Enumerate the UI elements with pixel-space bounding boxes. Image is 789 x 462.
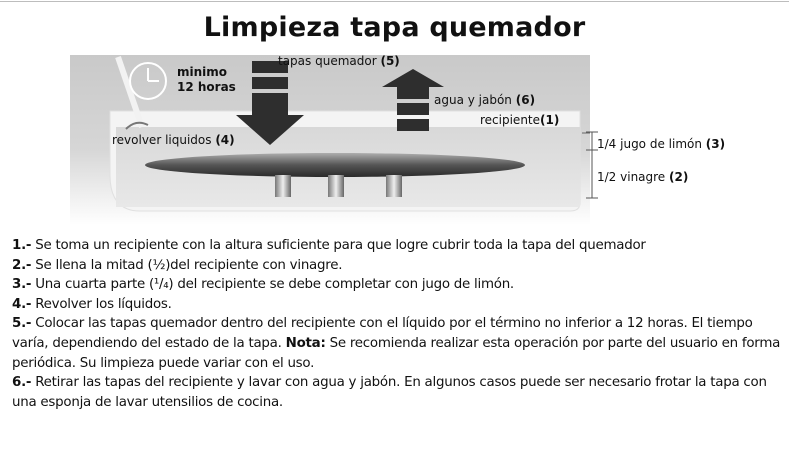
step-number: 3.- <box>12 277 32 293</box>
step-text-after: Se recomienda realizar esta operación po… <box>12 335 781 371</box>
label-limon: 1/4 jugo de limón (3) <box>597 137 725 151</box>
step-text: Colocar las tapas quemador dentro del re… <box>12 316 753 351</box>
label-text: revolver liquidos <box>112 133 216 147</box>
label-num: (4) <box>215 133 235 147</box>
label-revolver: revolver liquidos (4) <box>112 133 235 147</box>
step-number: 6.- <box>12 375 32 391</box>
clock-text: minimo 12 horas <box>177 65 236 95</box>
step-note-label: Nota: <box>285 335 326 351</box>
label-text: 1/2 vinagre <box>597 170 670 184</box>
step-text: Retirar las tapas del recipiente y lavar… <box>12 375 767 410</box>
label-num: (5) <box>380 54 400 68</box>
page-title: Limpieza tapa quemador <box>203 12 586 43</box>
label-text: 1/4 jugo de limón <box>597 137 706 151</box>
steps-list: 1.- Se toma un recipiente con la altura … <box>12 236 787 412</box>
step-text: Se llena la mitad (½)del recipiente con … <box>31 257 343 273</box>
step-number: 2.- <box>12 257 32 273</box>
step-item: 5.- Colocar las tapas quemador dentro de… <box>12 314 787 373</box>
down-arrow-icon <box>236 61 304 145</box>
step-item: 2.- Se llena la mitad (½)del recipiente … <box>12 256 787 276</box>
label-agua-jabon: agua y jabón (6) <box>434 93 535 107</box>
clock-icon <box>129 62 167 100</box>
step-item: 1.- Se toma un recipiente con la altura … <box>12 236 787 256</box>
step-number: 1.- <box>12 238 32 253</box>
top-divider <box>0 1 789 2</box>
burner-lid <box>145 153 525 177</box>
step-text: Se toma un recipiente con la altura sufi… <box>31 238 646 253</box>
clock-text-line-1: minimo <box>177 65 228 79</box>
stirring-stick <box>115 56 145 128</box>
step-number: 4.- <box>12 296 32 312</box>
step-item: 6.- Retirar las tapas del recipiente y l… <box>12 373 787 412</box>
step-text: Revolver los líquidos. <box>31 296 172 312</box>
label-num: (6) <box>515 93 536 107</box>
up-arrow-icon <box>382 69 444 131</box>
label-num: (2) <box>669 170 689 184</box>
label-num: (3) <box>705 137 726 151</box>
measure-bracket <box>586 131 598 199</box>
label-tapas-quemador: tapas quemador (5) <box>278 54 400 68</box>
step-number: 5.- <box>12 316 32 332</box>
label-text: recipiente <box>480 113 541 127</box>
clock-text-line-2: 12 horas <box>177 80 236 94</box>
illustration: minimo 12 horas tapas quemador (5) agua … <box>70 54 590 225</box>
label-text: tapas quemador <box>278 54 381 68</box>
label-vinagre: 1/2 vinagre (2) <box>597 170 688 184</box>
label-text: agua y jabón <box>434 93 516 107</box>
label-num: (1) <box>540 113 560 127</box>
label-recipiente: recipiente(1) <box>480 113 559 127</box>
container-illustration <box>70 55 590 225</box>
step-text: Una cuarta parte (¹/₄) del recipiente se… <box>31 277 514 293</box>
step-item: 3.- Una cuarta parte (¹/₄) del recipient… <box>12 275 787 295</box>
step-item: 4.- Revolver los líquidos. <box>12 295 787 315</box>
